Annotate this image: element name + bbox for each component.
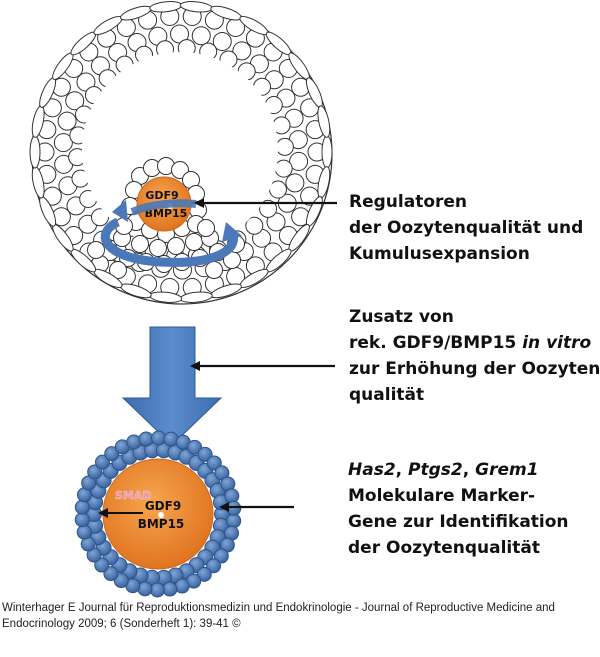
gene-grem1: Grem1 xyxy=(475,460,539,480)
annotation-bottom-line-1: Has2, Ptgs2, Grem1 xyxy=(348,457,569,483)
annotation-bottom: Has2, Ptgs2, Grem1 Molekulare Marker- Ge… xyxy=(348,457,569,561)
cumulus-cell-blue xyxy=(104,446,120,462)
granulosa-cell xyxy=(57,111,77,131)
gene-sep-2: , xyxy=(462,460,476,480)
cumulus-cell-blue xyxy=(226,500,242,516)
granulosa-cell xyxy=(212,31,232,51)
annotation-top-line-3: Kumulusexpansion xyxy=(349,244,530,264)
granulosa-cell xyxy=(53,133,73,153)
granulosa-cell xyxy=(65,91,85,111)
cumulus-cell xyxy=(109,261,127,279)
annotation-top-line-2: der Oozytenqualität und xyxy=(349,218,584,238)
cumulus-oocyte-complex: SMAD GDF9 BMP15 xyxy=(74,430,242,598)
cumulus-cell-blue xyxy=(151,430,167,446)
cumulus-cell-blue xyxy=(213,548,229,564)
annotation-bottom-line-4: der Oozytenqualität xyxy=(348,538,540,558)
cumulus-cell-blue xyxy=(206,558,222,574)
granulosa-cell xyxy=(245,216,264,235)
gene-has2: Has2 xyxy=(348,460,396,480)
cumulus-cell-blue xyxy=(94,557,110,573)
annotation-top-line-1: Regulatoren xyxy=(349,192,468,212)
annotation-middle-line-2-prefix: rek. GDF9/BMP15 xyxy=(349,333,523,353)
source-caption: Winterhager E Journal für Reproduktionsm… xyxy=(2,602,555,630)
cumulus-cell-blue xyxy=(196,566,212,582)
granulosa-cell xyxy=(90,208,109,227)
cumulus-cell xyxy=(167,237,185,255)
annotation-middle-line-3: zur Erhöhung der Oozyten- xyxy=(349,359,600,379)
cumulus-cell xyxy=(197,219,215,237)
circular-arrow-icon xyxy=(100,199,242,267)
oocyte-nucleus-bottom xyxy=(158,512,164,518)
cumulus-cell xyxy=(131,235,149,253)
annotation-middle-line-4: qualität xyxy=(349,385,425,405)
gene-ptgs2: Ptgs2 xyxy=(408,460,463,480)
cumulus-cell-blue xyxy=(162,581,178,597)
cumulus-cell-blue xyxy=(138,431,154,447)
cumulus-cell xyxy=(185,233,203,251)
cumulus-cell-blue xyxy=(87,464,103,480)
theca-cell xyxy=(321,135,333,169)
big-down-arrow-icon xyxy=(121,326,223,446)
theca-cell xyxy=(317,105,331,138)
cumulus-cell-blue xyxy=(224,488,240,504)
granulosa-cell xyxy=(274,159,293,178)
granulosa-cell xyxy=(259,199,278,218)
cumulus-cell-blue xyxy=(126,434,142,450)
granulosa-cell xyxy=(285,173,305,193)
cumulus-cell-blue xyxy=(187,439,203,455)
oocyte-top-label-2: BMP15 xyxy=(145,207,188,220)
diagram: GDF9 BMP15 SMAD GDF9 BMP15 xyxy=(29,1,600,598)
annotation-bottom-line-3: Gene zur Identifikation xyxy=(348,512,569,532)
smad-label: SMAD xyxy=(115,489,152,502)
cumulus-cell-blue xyxy=(174,578,190,594)
cumulus-cell xyxy=(87,241,105,259)
cumulus-cell-blue xyxy=(206,455,222,471)
annotation-top: Regulatoren der Oozytenqualität und Kumu… xyxy=(349,189,583,267)
annotation-middle: Zusatz von rek. GDF9/BMP15 in vitro zur … xyxy=(349,304,600,408)
cumulus-cell-blue xyxy=(74,512,90,528)
cumulus-cell-blue xyxy=(74,499,90,515)
granulosa-cell xyxy=(289,151,309,171)
gene-sep-1: , xyxy=(395,460,409,480)
oocyte-top-label-1: GDF9 xyxy=(145,189,178,202)
diagram-canvas: GDF9 BMP15 SMAD GDF9 BMP15 xyxy=(29,1,337,598)
follicle: GDF9 BMP15 xyxy=(29,1,333,305)
granulosa-cell xyxy=(191,26,211,46)
theca-cell-layer xyxy=(29,1,333,303)
cumulus-cell-blue xyxy=(94,454,110,470)
cumulus-cell-blue xyxy=(149,582,165,598)
cumulus-cell-blue xyxy=(197,446,213,462)
granulosa-cell xyxy=(275,137,294,156)
oocyte-bottom-label-1: GDF9 xyxy=(145,499,181,513)
annotation-middle-line-2: rek. GDF9/BMP15 in vitro xyxy=(349,330,600,356)
cumulus-cell xyxy=(149,239,167,257)
cumulus-cell-blue xyxy=(103,566,119,582)
annotation-middle-line-2-italic: in vitro xyxy=(522,333,592,353)
cumulus-cell-blue xyxy=(113,573,129,589)
annotation-middle-line-1: Zusatz von xyxy=(349,307,454,327)
granulosa-cell xyxy=(232,41,252,61)
cumulus-cell xyxy=(205,261,223,279)
annotation-bottom-line-2: Molekulare Marker- xyxy=(348,486,536,506)
cumulus-cell-blue xyxy=(226,513,242,529)
theca-cell xyxy=(29,135,41,169)
cumulus-cell-blue xyxy=(76,524,92,540)
oocyte-bottom-label-2: BMP15 xyxy=(138,517,185,531)
